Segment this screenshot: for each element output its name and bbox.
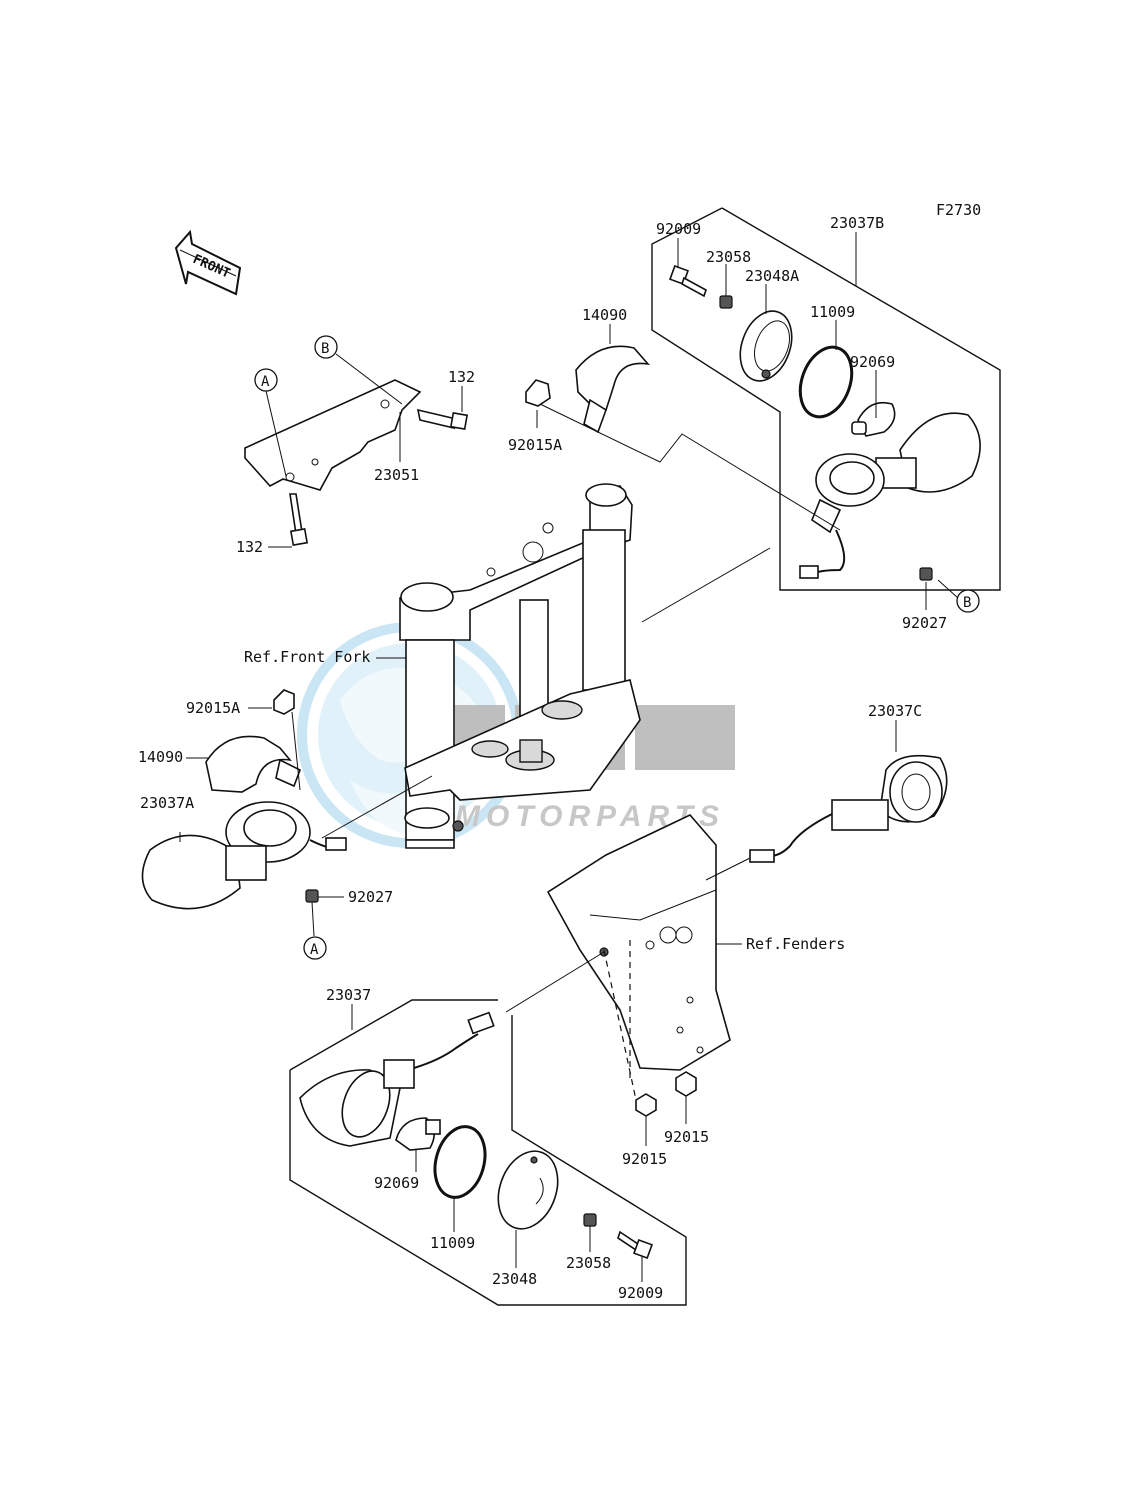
label-92015-left: 92015 bbox=[622, 1150, 667, 1168]
label-14090-upper: 14090 bbox=[582, 306, 627, 324]
label-11009-lower: 11009 bbox=[430, 1234, 475, 1252]
nut-23058-upper bbox=[719, 295, 733, 309]
guide-dash-left bbox=[603, 949, 637, 1101]
nut-92015-right bbox=[675, 1071, 697, 1097]
callout-B-right-label: B bbox=[963, 595, 971, 611]
nut-92015A-left bbox=[273, 689, 295, 715]
signal-lamp-23037 bbox=[299, 1011, 495, 1147]
callout-B-top-label: B bbox=[321, 341, 329, 357]
label-132-top: 132 bbox=[448, 368, 475, 386]
label-92015-right: 92015 bbox=[664, 1128, 709, 1146]
fender-plate bbox=[546, 814, 731, 1071]
bolt-132-bottom bbox=[289, 493, 309, 547]
callout-A-top: A bbox=[254, 368, 278, 392]
group-outline-23037-bottom bbox=[289, 1015, 687, 1306]
cap-92027-right bbox=[919, 567, 933, 581]
front-arrow-icon: FRONT bbox=[174, 229, 242, 296]
nut-92015-left bbox=[635, 1093, 657, 1117]
nut-92015A-upper bbox=[525, 379, 551, 407]
label-92009-upper: 92009 bbox=[656, 220, 701, 238]
group-outline-23037B bbox=[721, 207, 1001, 591]
label-ref-fenders: Ref.Fenders bbox=[746, 935, 845, 953]
label-132-bottom: 132 bbox=[236, 538, 263, 556]
bulb-92069-lower bbox=[395, 1117, 441, 1151]
screw-92009-upper bbox=[669, 265, 707, 298]
signal-lamp-23037A bbox=[141, 801, 347, 910]
label-11009-upper: 11009 bbox=[810, 303, 855, 321]
label-23058-lower: 23058 bbox=[566, 1254, 611, 1272]
figure-code: F2730 bbox=[936, 201, 981, 219]
label-92027-left: 92027 bbox=[348, 888, 393, 906]
ring-11009-lower bbox=[433, 1125, 487, 1199]
callout-A-left: A bbox=[303, 936, 327, 960]
leader-lines bbox=[179, 232, 959, 1282]
label-92069-upper: 92069 bbox=[850, 353, 895, 371]
ring-11009-upper bbox=[798, 345, 854, 419]
label-23051: 23051 bbox=[374, 466, 419, 484]
nut-23058-lower bbox=[583, 1213, 597, 1227]
label-23058-upper: 23058 bbox=[706, 248, 751, 266]
callout-B-right: B bbox=[956, 589, 980, 613]
lens-23048-lower bbox=[497, 1150, 559, 1230]
label-92009-lower: 92009 bbox=[618, 1284, 663, 1302]
callout-A-left-label: A bbox=[310, 942, 319, 958]
signal-lamp-23037B bbox=[799, 412, 981, 579]
label-14090-left: 14090 bbox=[138, 748, 183, 766]
label-92069-lower: 92069 bbox=[374, 1174, 419, 1192]
lens-23048A-upper bbox=[739, 310, 793, 382]
screw-92009-lower bbox=[617, 1230, 653, 1259]
label-92015A-left: 92015A bbox=[186, 699, 240, 717]
label-23037B: 23037B bbox=[830, 214, 884, 232]
group-outline-23037 bbox=[289, 999, 498, 1071]
callout-A-top-label: A bbox=[261, 374, 270, 390]
fork-assembly bbox=[399, 483, 641, 849]
label-23037A: 23037A bbox=[140, 794, 194, 812]
bracket-23051 bbox=[244, 379, 422, 491]
label-92015A-upper: 92015A bbox=[508, 436, 562, 454]
bulb-92069-upper bbox=[851, 401, 896, 437]
clamp-14090-upper bbox=[575, 345, 651, 434]
signal-lamp-23037C bbox=[749, 754, 948, 863]
group-outline-23037B-left bbox=[651, 207, 781, 550]
label-23037: 23037 bbox=[326, 986, 371, 1004]
clamp-14090-left bbox=[205, 735, 302, 793]
cap-92027-left bbox=[305, 889, 319, 903]
label-92027-right: 92027 bbox=[902, 614, 947, 632]
bolt-132-top bbox=[416, 408, 469, 431]
label-ref-front-fork: Ref.Front Fork bbox=[244, 648, 370, 666]
label-23037C: 23037C bbox=[868, 702, 922, 720]
callout-B-top: B bbox=[314, 335, 338, 359]
label-23048A: 23048A bbox=[745, 267, 799, 285]
label-23048: 23048 bbox=[492, 1270, 537, 1288]
